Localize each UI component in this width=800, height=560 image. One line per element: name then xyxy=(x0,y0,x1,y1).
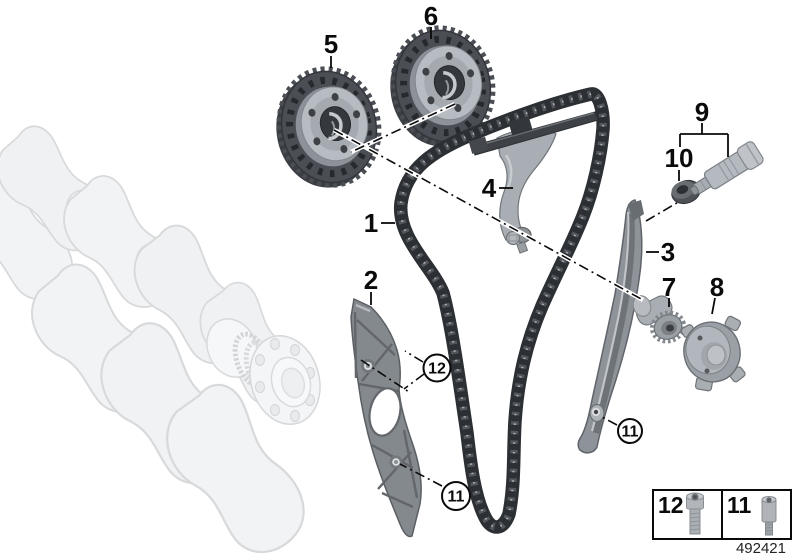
callout-10[interactable]: 10 xyxy=(665,143,694,173)
svg-text:2: 2 xyxy=(364,265,378,295)
sprocket-part7 xyxy=(632,295,687,344)
svg-text:11: 11 xyxy=(622,424,639,441)
svg-text:11: 11 xyxy=(448,489,465,506)
callout-5[interactable]: 5 xyxy=(324,29,338,59)
callout-7[interactable]: 7 xyxy=(662,272,676,302)
assembly-axis-lines xyxy=(332,101,645,302)
callout-leaders xyxy=(330,27,729,487)
callout-4[interactable]: 4 xyxy=(482,173,497,203)
socket-head-bolt-icon xyxy=(686,492,704,535)
svg-text:12: 12 xyxy=(658,492,684,518)
svg-text:3: 3 xyxy=(661,237,675,267)
svg-text:9: 9 xyxy=(695,97,709,127)
crankshaft-ghost xyxy=(0,113,321,560)
stud-bolt-icon xyxy=(761,496,777,536)
exhaust-vanos-sprocket-part5 xyxy=(265,60,389,197)
vanos-actuator-part8 xyxy=(680,315,746,392)
svg-text:8: 8 xyxy=(710,272,724,302)
callout-9[interactable]: 9 xyxy=(695,97,709,127)
svg-text:10: 10 xyxy=(665,143,694,173)
guide-rail-part2 xyxy=(350,297,422,538)
svg-text:4: 4 xyxy=(482,173,497,203)
callout-2[interactable]: 2 xyxy=(364,265,378,295)
guide-rail-part3 xyxy=(577,199,644,454)
legend-cell-11[interactable]: 11 xyxy=(727,492,777,536)
svg-text:1: 1 xyxy=(364,208,378,238)
callout-11-circled-a[interactable]: 11 xyxy=(441,481,471,511)
chain-tensioner-part9 xyxy=(690,141,764,196)
callout-12-circled[interactable]: 12 xyxy=(422,353,452,383)
svg-text:6: 6 xyxy=(424,1,438,31)
svg-text:7: 7 xyxy=(662,272,676,302)
callout-3[interactable]: 3 xyxy=(661,237,675,267)
svg-text:11: 11 xyxy=(727,492,752,518)
fastener-legend: 12 11 xyxy=(652,489,792,540)
svg-text:12: 12 xyxy=(428,361,446,378)
callout-8[interactable]: 8 xyxy=(710,272,724,302)
diagram-number: 492421 xyxy=(736,540,786,557)
crank-flange xyxy=(249,334,321,426)
callout-6[interactable]: 6 xyxy=(424,1,438,31)
callout-11-circled-b[interactable]: 11 xyxy=(617,418,643,444)
callout-1[interactable]: 1 xyxy=(364,208,378,238)
legend-cell-12[interactable]: 12 xyxy=(658,492,704,535)
svg-text:5: 5 xyxy=(324,29,338,59)
